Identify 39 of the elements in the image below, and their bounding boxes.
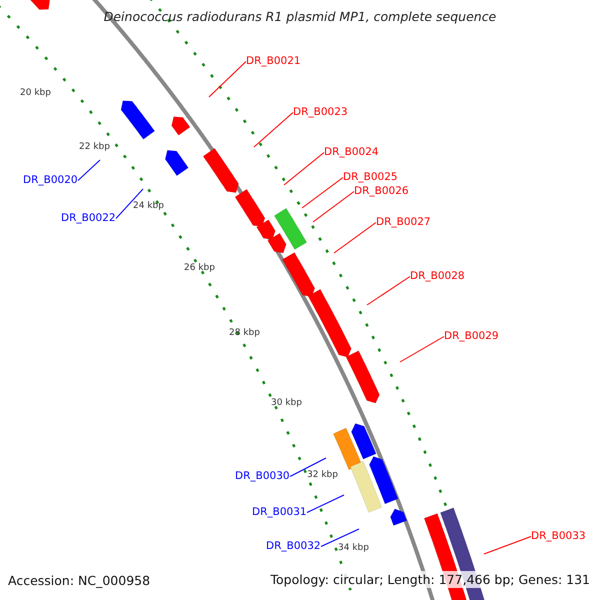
gene-label: DR_B0026	[354, 185, 409, 198]
gene-label: DR_B0031	[252, 506, 307, 519]
leader-line	[320, 528, 360, 547]
leader-line	[78, 160, 100, 181]
gene-label: DR_B0030	[235, 470, 290, 483]
summary-text: Topology: circular; Length: 177,466 bp; Genes: 131	[268, 571, 592, 588]
leader-line	[284, 152, 324, 186]
gene-label: DR_B0024	[324, 146, 379, 159]
scale-label: 20 kbp	[20, 88, 51, 99]
gene-label: DR_B0025	[343, 171, 398, 184]
gene-label: DR_B0027	[376, 216, 431, 229]
gene-label: DR_B0033	[531, 530, 586, 543]
leader-line	[312, 191, 354, 222]
gene-label: DR_B0021	[246, 55, 301, 68]
scale-label: 24 kbp	[133, 201, 164, 212]
leader-line	[302, 177, 344, 208]
leader-line	[484, 536, 532, 554]
leader-line	[290, 458, 326, 477]
scale-label: 26 kbp	[184, 263, 215, 274]
leader-line	[254, 112, 294, 148]
scale-label: 30 kbp	[271, 398, 302, 409]
title: Deinococcus radiodurans R1 plasmid MP1, complete sequence	[102, 9, 498, 24]
leader-line	[334, 222, 376, 254]
gene-label: DR_B0020	[23, 174, 78, 187]
leader-line	[366, 276, 410, 306]
leader-line	[116, 188, 144, 219]
leader-line	[306, 494, 344, 513]
gene-label: DR_B0028	[410, 270, 465, 283]
scale-label: 34 kbp	[338, 543, 369, 554]
gene-label: DR_B0022	[61, 212, 116, 225]
accession-text: Accession: NC_000958	[8, 573, 150, 588]
leader-line	[208, 61, 246, 98]
scale-label: 22 kbp	[79, 142, 110, 153]
gene-label: DR_B0023	[293, 106, 348, 119]
gene-label: DR_B0032	[266, 540, 321, 553]
scale-label: 28 kbp	[229, 328, 260, 339]
scale-label: 32 kbp	[307, 470, 338, 481]
leader-line	[400, 336, 444, 362]
gene-label: DR_B0029	[444, 330, 499, 343]
